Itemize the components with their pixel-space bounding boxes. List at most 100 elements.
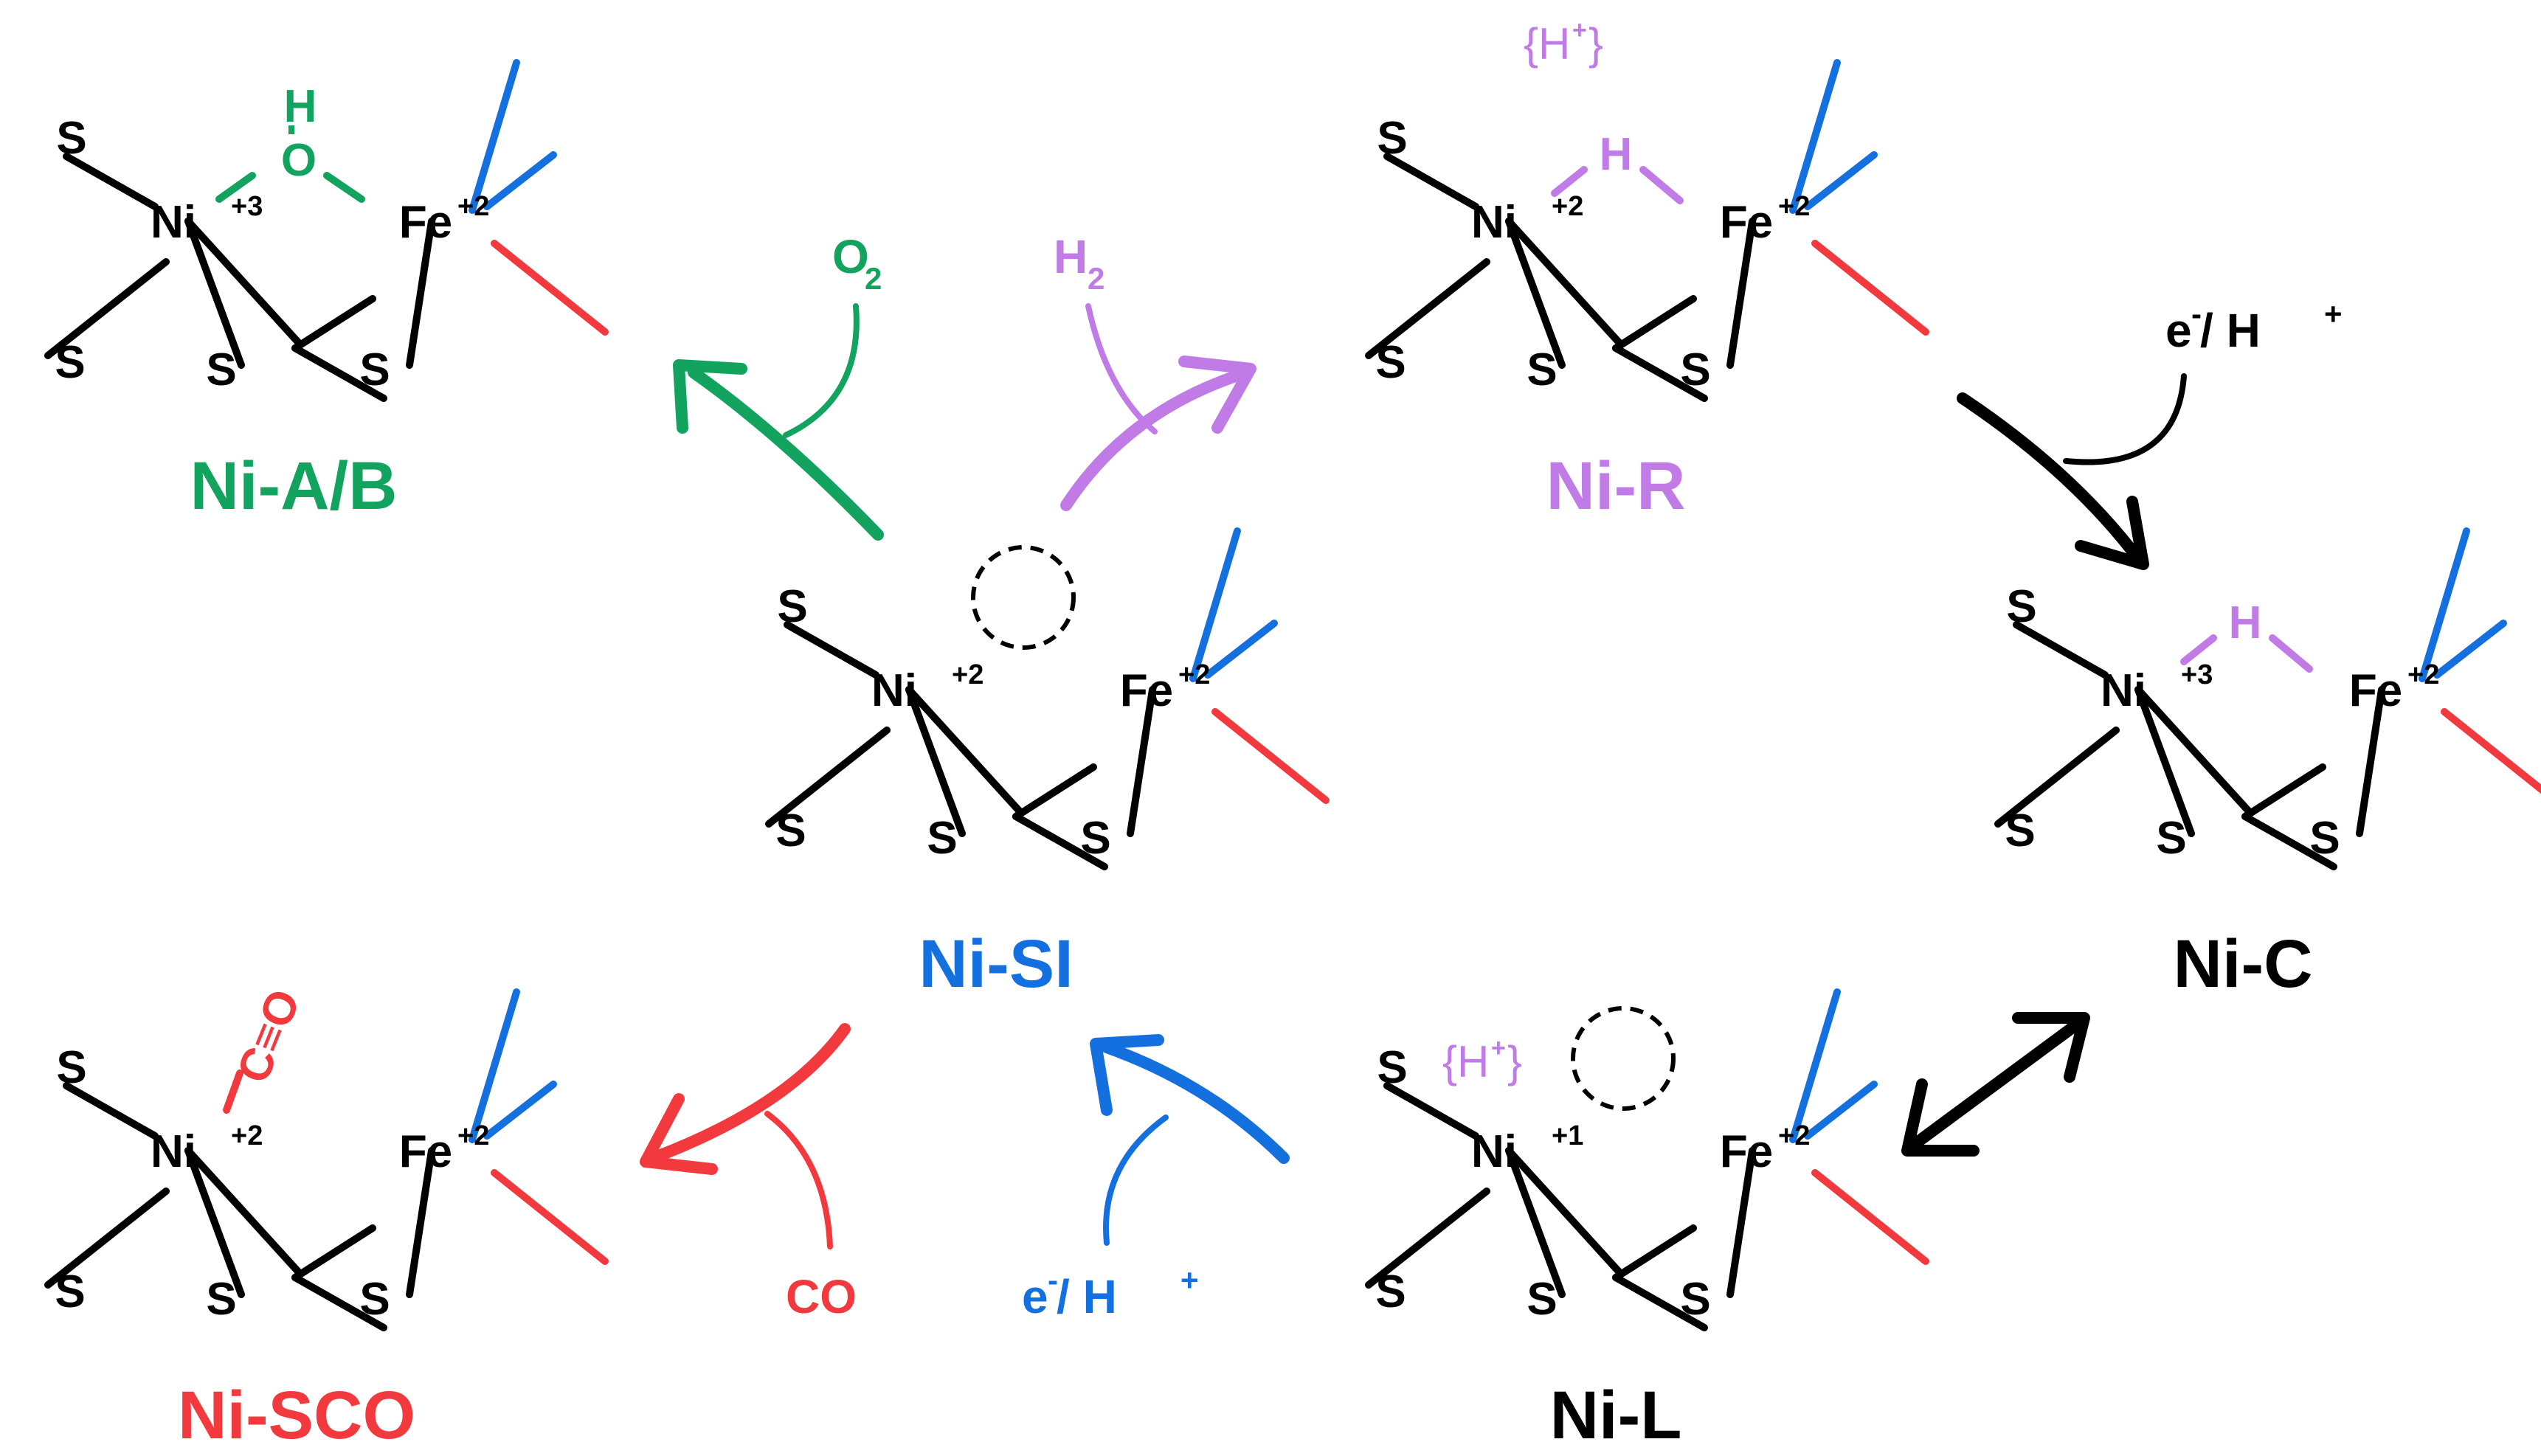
ni-atom: Ni xyxy=(1471,1126,1517,1177)
state-ni-si: Ni +2 Fe +2 S S S S xyxy=(769,531,1326,867)
state-ni-r: Ni +2 Fe +2 S S S S H {H + } xyxy=(1369,16,1926,398)
bridging-s-2: S xyxy=(1080,813,1110,864)
svg-text:-: - xyxy=(1048,1263,1058,1297)
ni-atom: Ni xyxy=(871,665,917,716)
thiolate-s-2: S xyxy=(1377,113,1407,164)
bridging-s-2: S xyxy=(2309,813,2340,864)
fe-oxidation-state: +2 xyxy=(1778,1120,1810,1151)
ni-h-bond xyxy=(2180,634,2217,665)
proton-brace: {H + } xyxy=(1442,1034,1522,1086)
vacant-site-circle xyxy=(1571,1006,1676,1111)
bridging-s-2: S xyxy=(359,1274,390,1325)
ni-o-bond xyxy=(215,172,256,203)
thiolate-s-1: S xyxy=(55,1266,85,1317)
bridging-s-1: S xyxy=(2156,813,2186,864)
fe-atom: Fe xyxy=(1120,665,1173,716)
thiolate-s-2: S xyxy=(1377,1042,1407,1093)
svg-text:-: - xyxy=(2191,297,2202,331)
bridging-hydride: H xyxy=(2229,597,2262,648)
thiolate-s-2: S xyxy=(2006,581,2036,632)
carbonyl-ligand: C≡O xyxy=(227,982,310,1090)
svg-text:e: e xyxy=(1022,1270,1048,1323)
label-ni-l: Ni-L xyxy=(1550,1378,1682,1453)
arrow-o2-inactivation: O 2 xyxy=(673,230,884,541)
bridging-s-1: S xyxy=(206,1274,236,1325)
thiolate-s-2: S xyxy=(56,1042,86,1093)
label-ni-c: Ni-C xyxy=(2173,926,2312,1002)
vacant-site-circle xyxy=(971,545,1076,650)
fe-oxidation-state: +2 xyxy=(457,1120,489,1151)
ni-oxidation-state: +2 xyxy=(1552,191,1583,222)
fe-oxidation-state: +2 xyxy=(2407,659,2439,690)
svg-text:+: + xyxy=(1180,1263,1199,1297)
bridging-s-1: S xyxy=(927,813,957,864)
h-fe-bond xyxy=(1639,166,1684,204)
svg-text:2: 2 xyxy=(1088,261,1104,296)
o-fe-bond xyxy=(323,172,365,203)
svg-text:+: + xyxy=(2324,297,2343,331)
thiolate-s-2: S xyxy=(56,113,86,164)
ni-atom: Ni xyxy=(151,197,196,248)
svg-text:+: + xyxy=(1572,16,1587,44)
arrow-h2-activation: H 2 xyxy=(1054,230,1256,511)
thiolate-s-1: S xyxy=(1375,337,1406,388)
state-ni-c: Ni +3 Fe +2 S S S S H xyxy=(1998,531,2541,867)
fe-atom: Fe xyxy=(1720,197,1773,248)
reagent-o2: O xyxy=(832,230,869,283)
thiolate-s-2: S xyxy=(777,581,807,632)
fe-atom: Fe xyxy=(1720,1126,1773,1177)
bridging-s-2: S xyxy=(359,344,390,395)
label-ni-ab: Ni-A/B xyxy=(190,448,397,524)
svg-text:{H: {H xyxy=(1442,1037,1489,1086)
svg-text:2: 2 xyxy=(865,261,882,296)
label-ni-sco: Ni-SCO xyxy=(178,1378,415,1453)
thiolate-s-1: S xyxy=(775,805,806,856)
reagent-e-h-top: e - / H + xyxy=(2165,297,2343,357)
svg-text:e: e xyxy=(2165,304,2192,357)
arrow-co-inhibition: CO xyxy=(640,1023,857,1323)
arrow-ni-c-ni-l-equilibrium xyxy=(1901,1012,2090,1157)
bridging-oxygen: O xyxy=(281,135,317,186)
fe-oxidation-state: +2 xyxy=(457,191,489,222)
ni-oxidation-state: +3 xyxy=(2181,659,2213,690)
bridging-s-2: S xyxy=(1680,1274,1710,1325)
state-ni-l: Ni +1 Fe +2 S S S S {H + } xyxy=(1369,992,1926,1328)
ni-oxidation-state: +2 xyxy=(231,1120,263,1151)
arrow-ni-r-to-ni-c: e - / H + xyxy=(1957,297,2343,570)
reagent-e-h-bottom: e - / H + xyxy=(1022,1263,1199,1323)
ni-h-bond xyxy=(1551,166,1588,197)
bridging-hydride: H xyxy=(1600,129,1633,180)
bridging-s-2: S xyxy=(1680,344,1710,395)
ni-oxidation-state: +1 xyxy=(1552,1120,1583,1151)
state-ni-ab: Ni +3 Fe +2 S S S S O H xyxy=(48,63,605,398)
reagent-co: CO xyxy=(786,1270,857,1323)
ni-co-bond xyxy=(223,1070,243,1114)
svg-text:}: } xyxy=(1507,1037,1522,1086)
fe-atom: Fe xyxy=(399,1126,452,1177)
thiolate-s-1: S xyxy=(1375,1266,1406,1317)
fe-oxidation-state: +2 xyxy=(1178,659,1210,690)
fe-atom: Fe xyxy=(2349,665,2402,716)
label-ni-r: Ni-R xyxy=(1546,448,1685,524)
h-fe-bond xyxy=(2269,634,2313,673)
svg-text:/ H: / H xyxy=(2200,304,2261,357)
bridging-s-1: S xyxy=(206,344,236,395)
proton-brace: {H + } xyxy=(1524,16,1603,69)
arrow-ni-l-to-ni-si: e - / H + xyxy=(1022,1034,1290,1323)
fe-atom: Fe xyxy=(399,197,452,248)
thiolate-s-1: S xyxy=(55,337,85,388)
fe-oxidation-state: +2 xyxy=(1778,191,1810,222)
label-ni-si: Ni-SI xyxy=(919,926,1074,1002)
state-ni-sco: C≡O Ni +2 Fe +2 S S S S xyxy=(48,982,605,1328)
reagent-h2: H xyxy=(1054,230,1088,283)
svg-text:}: } xyxy=(1588,19,1603,69)
ni-oxidation-state: +2 xyxy=(952,659,983,690)
svg-text:/ H: / H xyxy=(1057,1270,1117,1323)
ni-atom: Ni xyxy=(2101,665,2146,716)
thiolate-s-1: S xyxy=(2005,805,2035,856)
ni-oxidation-state: +3 xyxy=(231,191,263,222)
bridging-s-1: S xyxy=(1527,1274,1557,1325)
svg-text:{H: {H xyxy=(1524,19,1570,69)
svg-text:+: + xyxy=(1491,1034,1506,1062)
